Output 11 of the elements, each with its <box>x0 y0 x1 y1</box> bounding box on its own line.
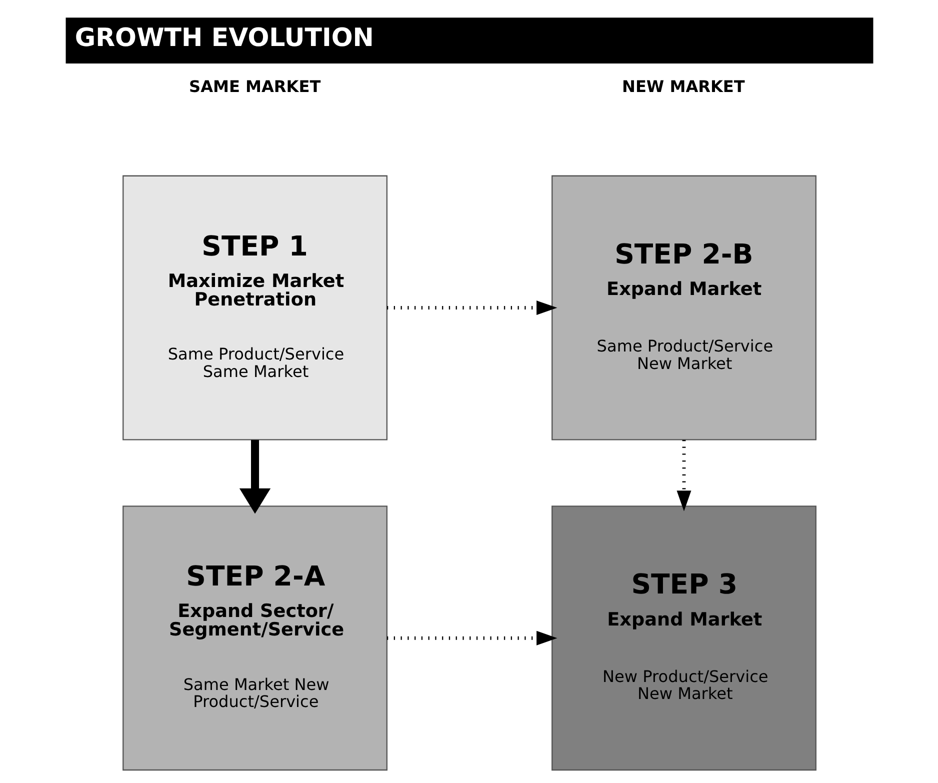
label: SAME MARKET <box>188 76 320 96</box>
node-box: STEP 2-B Expand Market Same Product/Service New Market <box>551 175 816 440</box>
diagram-title: GROWTH EVOLUTION <box>74 22 374 52</box>
arrow <box>386 630 557 646</box>
node-box: STEP 1 Maximize Market Penetration Same Product/Service Same Market <box>122 175 387 440</box>
arrow <box>238 440 270 514</box>
arrow <box>386 300 557 316</box>
node-box: STEP 3 Expand Market New Product/Service New Market <box>551 506 816 771</box>
label: NEW MARKET <box>622 76 744 96</box>
node-box: STEP 2-A Expand Sector/ Segment/Service Same Market New Product/Service <box>122 506 387 771</box>
arrow <box>676 440 691 512</box>
